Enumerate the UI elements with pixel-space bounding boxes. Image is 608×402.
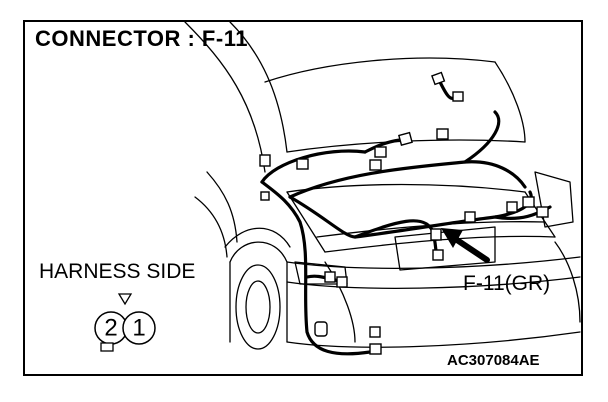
connector-title: CONNECTOR : F-11 xyxy=(35,26,248,51)
connector-pin-1: 1 xyxy=(132,315,145,342)
callout-arrow xyxy=(441,228,490,263)
harness-side-label: HARNESS SIDE xyxy=(39,260,196,283)
harness-connector-face: 2 1 xyxy=(94,293,156,352)
diagram-code: AC307084AE xyxy=(447,352,540,369)
connector-callout-label: F-11(GR) xyxy=(463,272,551,295)
connector-pin-2: 2 xyxy=(104,315,117,342)
vehicle-rear-illustration: 2 1 xyxy=(94,22,581,356)
diagram-frame: 2 1 CONNECTOR : F-11 HARNESS SIDE F-11(G… xyxy=(23,20,583,376)
